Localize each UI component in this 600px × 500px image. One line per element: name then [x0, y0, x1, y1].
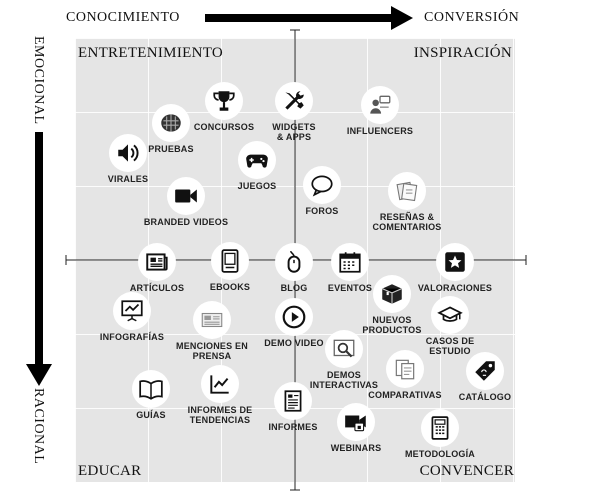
brain-icon	[161, 114, 181, 132]
graduation-cap-icon	[437, 306, 463, 322]
axis-label-conversion: CONVERSIÓN	[424, 10, 520, 25]
price-tag-icon	[475, 361, 495, 381]
mouse-icon	[287, 251, 301, 273]
report-icon	[284, 390, 302, 412]
quadrant-label-entretenimiento: ENTRETENIMIENTO	[78, 45, 224, 61]
calendar-icon	[339, 252, 361, 273]
star-icon	[445, 252, 465, 272]
documents-icon	[395, 359, 415, 380]
quadrant-label-convencer: CONVENCER	[419, 463, 514, 479]
axis-label-conocimiento: CONOCIMIENTO	[66, 10, 180, 25]
box-icon	[382, 284, 402, 304]
gamepad-icon	[246, 154, 268, 168]
ereader-icon	[221, 249, 239, 273]
top-arrow	[205, 6, 413, 30]
line-chart-icon	[210, 375, 229, 394]
speaker-person-icon	[370, 95, 391, 114]
axis-label-emocional: EMOCIONAL	[31, 36, 46, 125]
left-arrow	[26, 132, 52, 386]
video-camera-icon	[175, 189, 197, 203]
notes-icon	[396, 181, 418, 202]
newspaper-icon	[146, 253, 168, 271]
calculator-icon	[431, 416, 449, 440]
tools-icon	[285, 91, 304, 110]
volume-icon	[118, 144, 139, 162]
magnifier-screen-icon	[333, 339, 355, 358]
play-icon	[282, 305, 306, 329]
webcam-lock-icon	[345, 415, 366, 432]
quadrant-label-educar: EDUCAR	[78, 463, 142, 479]
speech-bubble-icon	[311, 175, 333, 197]
open-book-icon	[139, 380, 163, 400]
chart-board-icon	[121, 300, 143, 322]
trophy-icon	[213, 91, 235, 111]
press-icon	[201, 312, 223, 328]
quadrant-label-inspiracion: INSPIRACIÓN	[413, 45, 512, 61]
axis-label-racional: RACIONAL	[31, 388, 46, 465]
